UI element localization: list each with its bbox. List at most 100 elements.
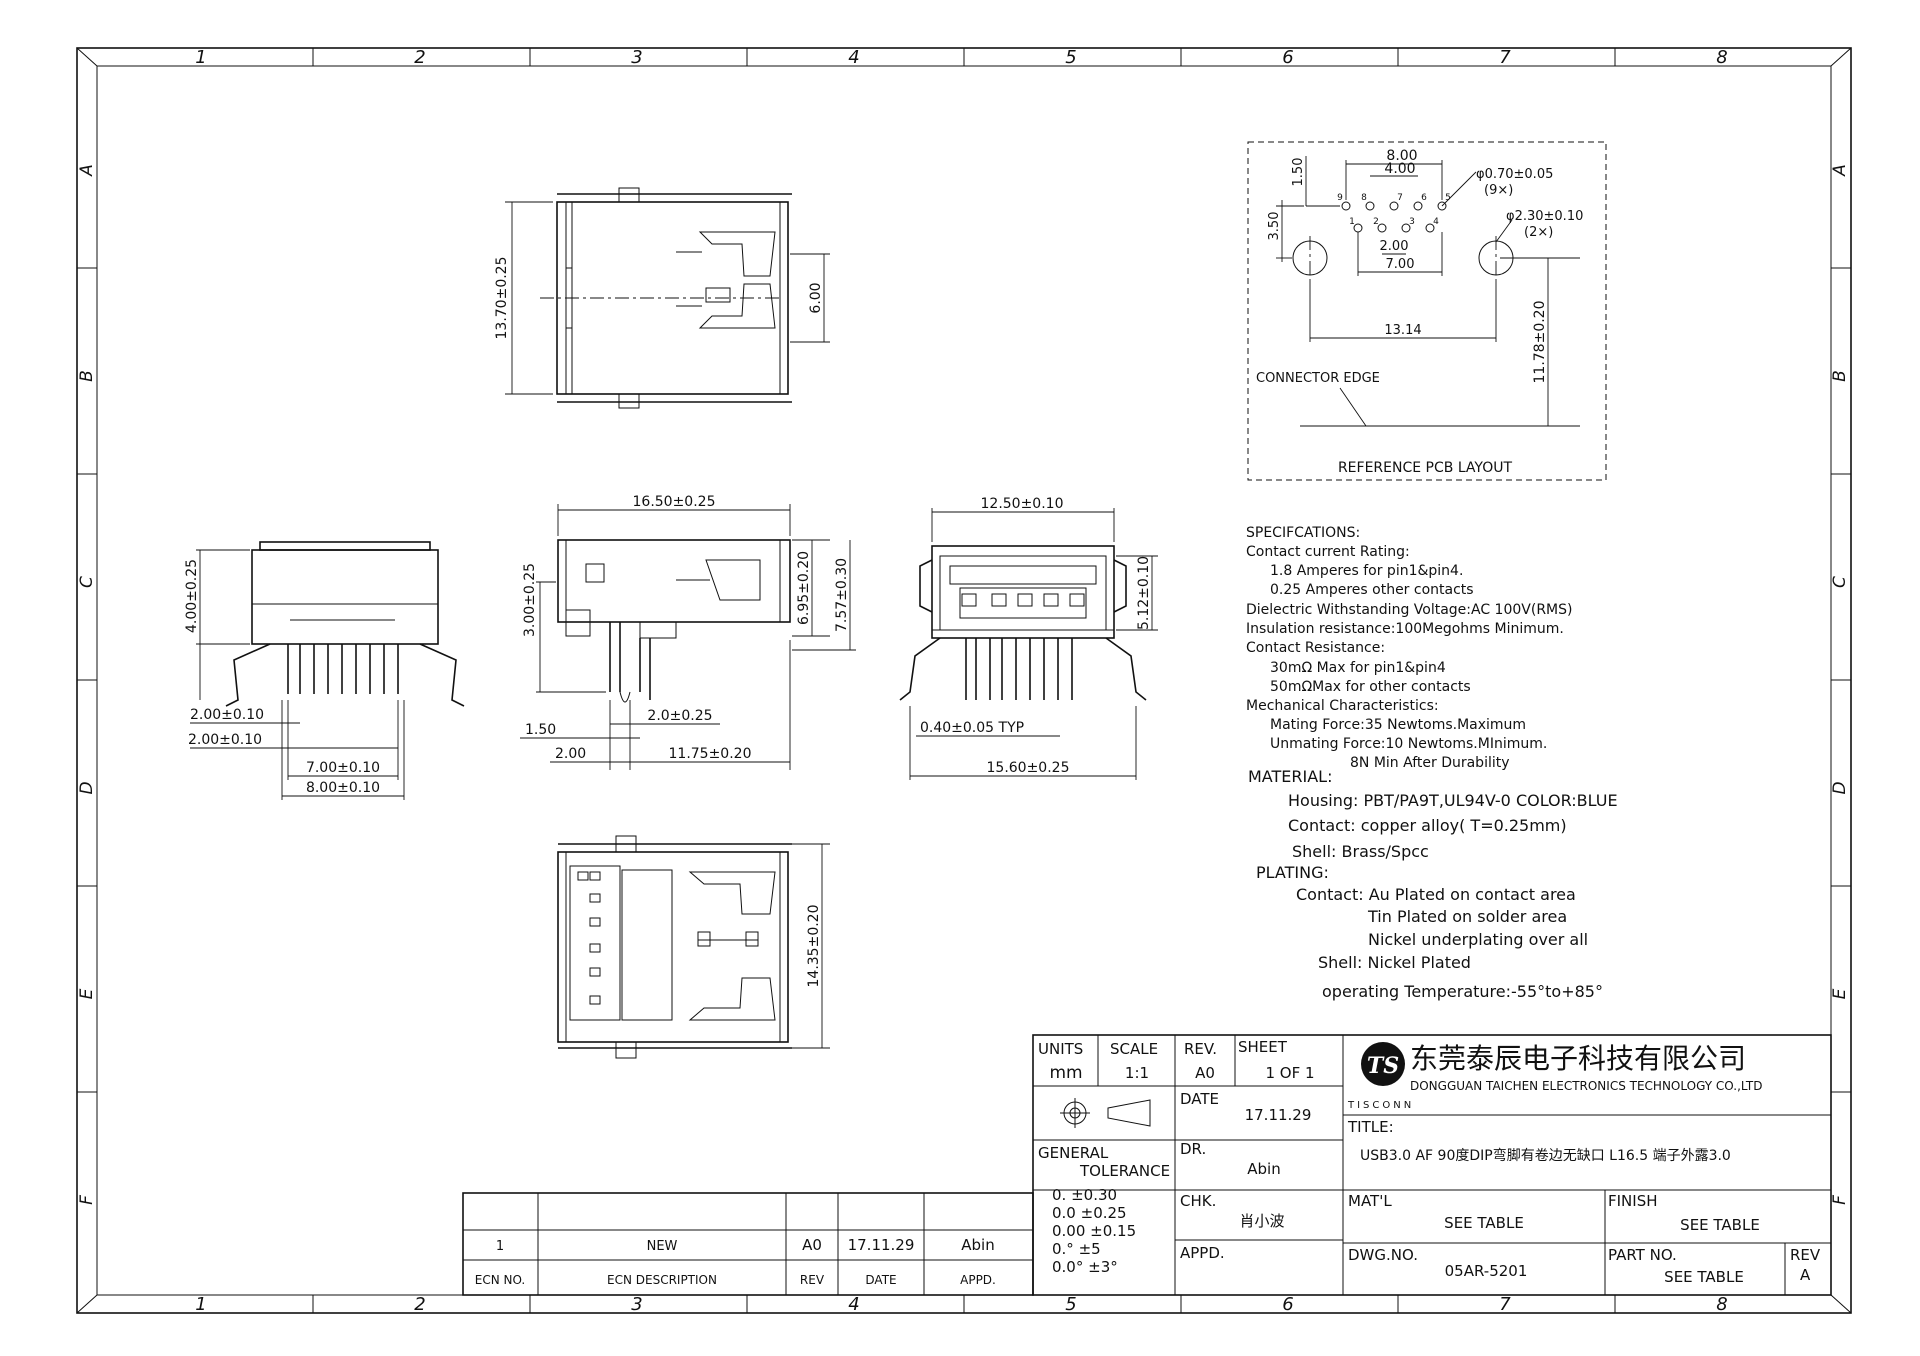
front-view: 12.50±0.10 5.12±0.10 0.40±0.05 TYP 15.60… <box>899 496 1158 780</box>
dim-label: 11.75±0.20 <box>669 746 752 762</box>
dr-label: DR. <box>1180 1140 1206 1158</box>
material-shell: Shell: Brass/Spcc <box>1292 842 1429 861</box>
row-label: A <box>77 164 97 177</box>
rev2-value: A <box>1800 1266 1811 1284</box>
dim-label: 2.00 <box>1380 239 1409 254</box>
dim-label: 12.50±0.10 <box>981 496 1064 512</box>
tolerance-row: 0.00 ±0.15 <box>1052 1222 1136 1240</box>
date-label: DATE <box>1180 1090 1219 1108</box>
dim-label: 14.35±0.20 <box>806 905 822 988</box>
plating-tin: Tin Plated on solder area <box>1367 907 1567 926</box>
rev-value: A0 <box>1195 1064 1215 1082</box>
company-name-cn: 东莞泰辰电子科技有限公司 <box>1410 1042 1746 1075</box>
dim-label: 2.00±0.10 <box>188 732 262 748</box>
pin-label: 4 <box>1433 217 1439 227</box>
sheet-label: SHEET <box>1238 1038 1288 1056</box>
dim-label: 7.00±0.10 <box>306 760 380 776</box>
row-label: E <box>77 988 97 999</box>
col-label: 2 <box>414 1294 425 1315</box>
spec-line: SPECIFCATIONS: <box>1246 525 1360 541</box>
dim-label: 6.95±0.20 <box>796 551 812 625</box>
dim-label: 8.00±0.10 <box>306 780 380 796</box>
brand-text: TISCONN <box>1347 1100 1414 1111</box>
pin-label: 3 <box>1409 217 1415 227</box>
col-label: 3 <box>631 1294 642 1315</box>
operating-temperature: operating Temperature:-55°to+85° <box>1322 982 1603 1001</box>
pcb-caption: REFERENCE PCB LAYOUT <box>1338 460 1513 476</box>
row-label: C <box>1830 576 1850 588</box>
pin-label: 8 <box>1361 193 1367 203</box>
appd-label: APPD. <box>1180 1244 1225 1262</box>
chk-label: CHK. <box>1180 1192 1216 1210</box>
row-label: D <box>77 781 97 794</box>
spec-line: Insulation resistance:100Megohms Minimum… <box>1246 621 1564 637</box>
dim-label: 13.14 <box>1384 323 1421 338</box>
drawing-title: USB3.0 AF 90度DIP弯脚有卷边无缺口 L16.5 端子外露3.0 <box>1360 1147 1731 1164</box>
row-label: B <box>77 370 97 382</box>
matl-label: MAT'L <box>1348 1192 1392 1210</box>
ecn-header: ECN NO. <box>475 1273 526 1287</box>
pin-label: 2 <box>1373 217 1379 227</box>
ecn-rev: A0 <box>802 1236 822 1254</box>
ecn-header: ECN DESCRIPTION <box>607 1273 717 1287</box>
partno-value: SEE TABLE <box>1664 1268 1744 1286</box>
sheet-value: 1 OF 1 <box>1265 1064 1314 1082</box>
ecn-no: 1 <box>496 1239 504 1254</box>
spec-line: 1.8 Amperes for pin1&pin4. <box>1270 563 1463 579</box>
ecn-header: REV <box>800 1273 825 1287</box>
partno-label: PART NO. <box>1608 1246 1677 1264</box>
rev-label: REV. <box>1184 1040 1217 1058</box>
row-label: A <box>1830 164 1850 177</box>
date-value: 17.11.29 <box>1245 1106 1312 1124</box>
row-label: F <box>77 1195 97 1205</box>
ecn-header: DATE <box>865 1273 896 1287</box>
spec-line: Unmating Force:10 Newtoms.MInimum. <box>1270 736 1547 752</box>
dim-label: 3.50 <box>1267 212 1282 241</box>
dim-label: 15.60±0.25 <box>987 760 1070 776</box>
col-label: 2 <box>414 47 425 68</box>
spec-line: 0.25 Amperes other contacts <box>1270 582 1474 598</box>
scale-value: 1:1 <box>1125 1064 1149 1082</box>
dim-label: 3.00±0.25 <box>522 563 538 637</box>
row-label: E <box>1830 988 1850 999</box>
col-label: 7 <box>1499 1294 1511 1315</box>
material-contact: Contact: copper alloy( T=0.25mm) <box>1288 816 1567 835</box>
spec-line: 30mΩ Max for pin1&pin4 <box>1270 660 1446 676</box>
spec-line: Contact Resistance: <box>1246 640 1385 656</box>
col-label: 6 <box>1282 1294 1293 1315</box>
dim-label: 5.12±0.10 <box>1136 556 1152 630</box>
tolerance-row: 0. ±0.30 <box>1052 1186 1117 1204</box>
units-label: UNITS <box>1038 1040 1083 1058</box>
finish-value: SEE TABLE <box>1680 1216 1760 1234</box>
pcb-layout: 9 8 7 6 5 1 2 3 4 8.00 4.00 1.50 3.50 2.… <box>1247 141 1607 481</box>
col-label: 7 <box>1499 47 1511 68</box>
dr-value: Abin <box>1247 1160 1280 1178</box>
dim-label: 2.00±0.10 <box>190 707 264 723</box>
plating-shell: Shell: Nickel Plated <box>1318 953 1471 972</box>
matl-value: SEE TABLE <box>1444 1214 1524 1232</box>
tolerance-row: 0.0 ±0.25 <box>1052 1204 1127 1222</box>
company-name-en: DONGGUAN TAICHEN ELECTRONICS TECHNOLOGY … <box>1410 1079 1763 1093</box>
material-title: MATERIAL: <box>1248 767 1332 786</box>
chk-value: 肖小波 <box>1239 1212 1284 1230</box>
pin-label: 6 <box>1421 193 1427 203</box>
dim-label: 8.00 <box>1386 148 1417 164</box>
spec-line: Contact current Rating: <box>1246 544 1410 560</box>
border-frame: 1 2 3 4 5 6 7 8 1 2 3 4 5 6 7 8 A B C D … <box>76 47 1852 1315</box>
dim-label: 4.00 <box>1384 161 1415 177</box>
dim-label: 16.50±0.25 <box>633 494 716 510</box>
dim-label: 6.00 <box>808 282 824 313</box>
units-value: mm <box>1049 1063 1082 1083</box>
projection-symbol-icon <box>1060 1098 1151 1128</box>
row-label: D <box>1830 781 1850 794</box>
col-label: 3 <box>631 47 642 68</box>
hole-callout: φ0.70±0.05 <box>1476 167 1553 182</box>
tolerance-row: 0.0° ±3° <box>1052 1258 1118 1276</box>
pin-label: 9 <box>1337 193 1343 203</box>
spec-line: 8N Min After Durability <box>1350 755 1510 771</box>
hole-callout: (2×) <box>1524 225 1553 240</box>
dim-label: 1.50 <box>525 722 556 738</box>
ecn-table: 1 NEW A0 17.11.29 Abin ECN NO. ECN DESCR… <box>462 1192 1034 1296</box>
col-label: 1 <box>195 1294 206 1315</box>
